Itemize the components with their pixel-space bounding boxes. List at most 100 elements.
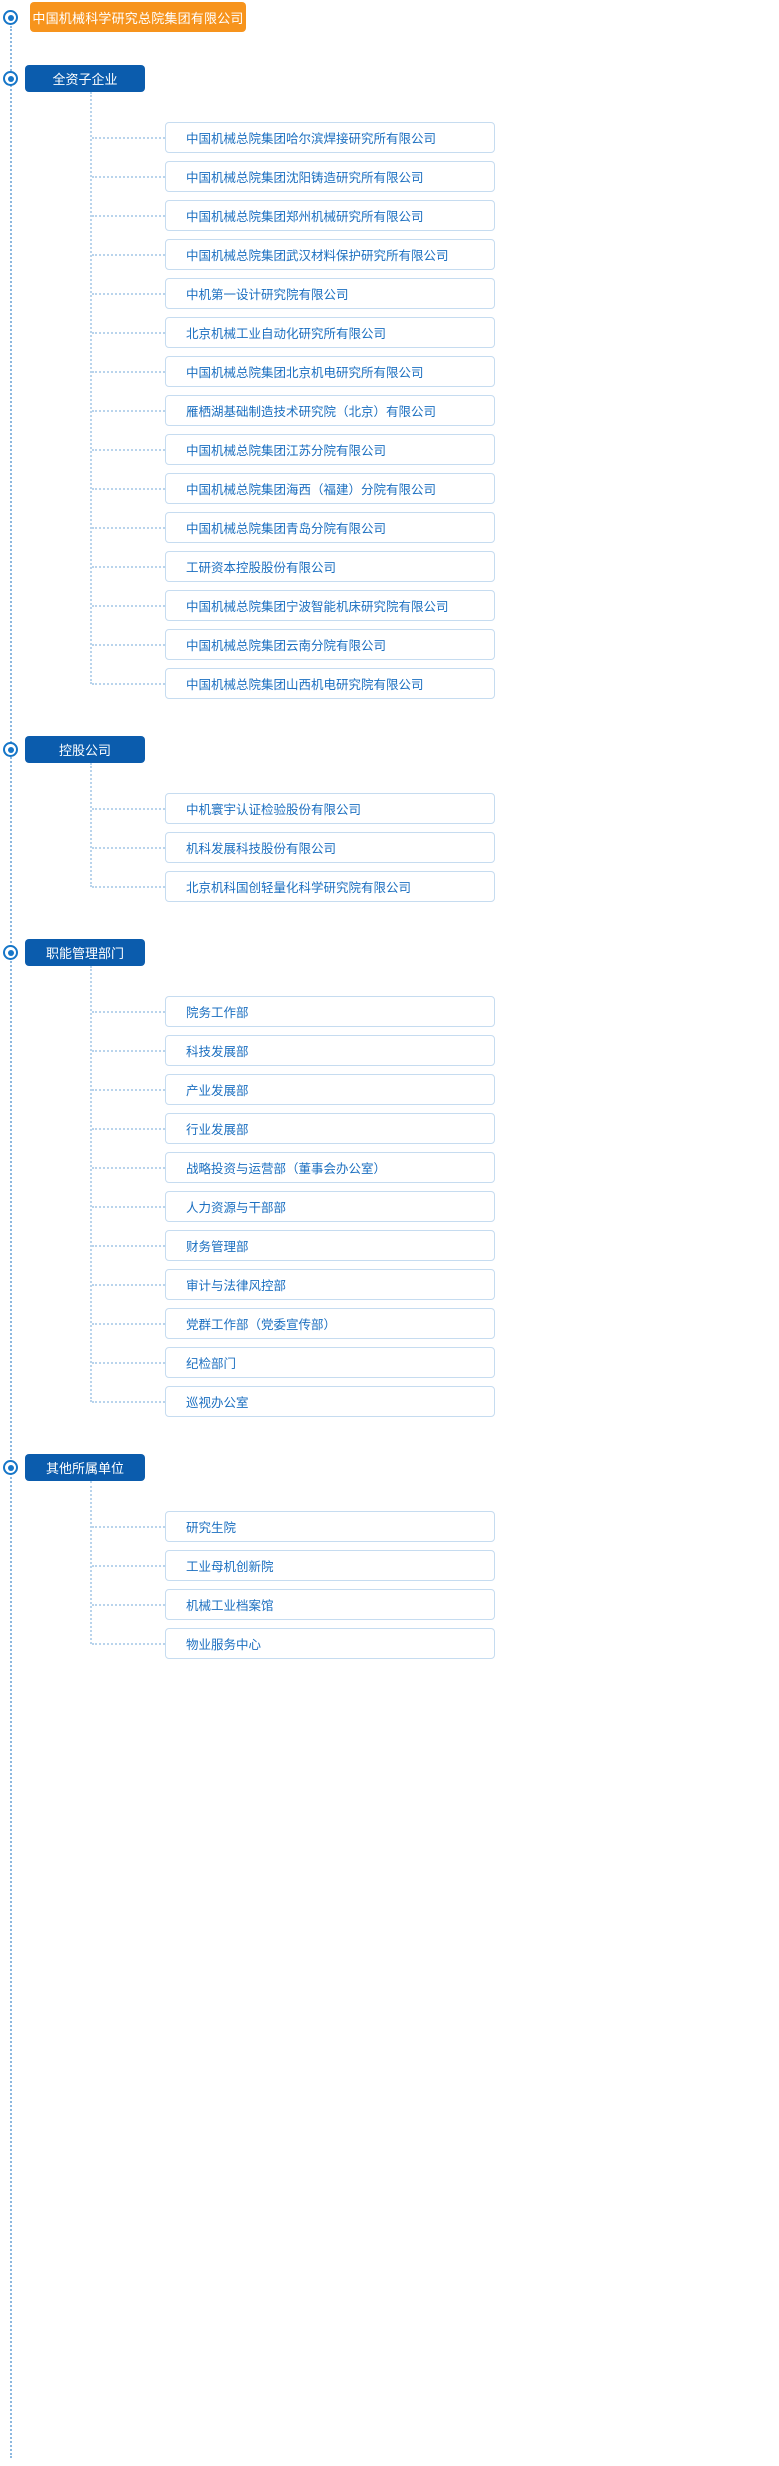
org-unit-box[interactable]: 行业发展部 xyxy=(165,1113,495,1144)
leaf-row: 机科发展科技股份有限公司 xyxy=(0,828,779,867)
org-unit-box[interactable]: 物业服务中心 xyxy=(165,1628,495,1659)
leaf-row: 北京机科国创轻量化科学研究院有限公司 xyxy=(0,867,779,906)
org-unit-box[interactable]: 审计与法律风控部 xyxy=(165,1269,495,1300)
leaf-connector xyxy=(92,1167,165,1169)
org-unit-box[interactable]: 中国机械总院集团海西（福建）分院有限公司 xyxy=(165,473,495,504)
org-unit-box[interactable]: 中国机械总院集团宁波智能机床研究院有限公司 xyxy=(165,590,495,621)
leaf-connector xyxy=(92,1128,165,1130)
org-unit-box[interactable]: 研究生院 xyxy=(165,1511,495,1542)
org-unit-box[interactable]: 北京机械工业自动化研究所有限公司 xyxy=(165,317,495,348)
leaf-row: 中机第一设计研究院有限公司 xyxy=(0,274,779,313)
org-unit-box[interactable]: 科技发展部 xyxy=(165,1035,495,1066)
leaf-row: 中国机械总院集团山西机电研究院有限公司 xyxy=(0,664,779,703)
leaf-row: 科技发展部 xyxy=(0,1031,779,1070)
leaf-connector xyxy=(92,1323,165,1325)
org-unit-box[interactable]: 中国机械总院集团青岛分院有限公司 xyxy=(165,512,495,543)
leaf-row: 中国机械总院集团北京机电研究所有限公司 xyxy=(0,352,779,391)
leaf-connector xyxy=(92,1050,165,1052)
org-unit-box[interactable]: 巡视办公室 xyxy=(165,1386,495,1417)
org-unit-box[interactable]: 中国机械总院集团哈尔滨焊接研究所有限公司 xyxy=(165,122,495,153)
org-unit-box[interactable]: 机科发展科技股份有限公司 xyxy=(165,832,495,863)
root-node-row: 中国机械科学研究总院集团有限公司 xyxy=(0,0,779,36)
branch-connector xyxy=(90,966,92,1402)
section-header-row: 职能管理部门 xyxy=(0,936,779,978)
leaf-row: 物业服务中心 xyxy=(0,1624,779,1663)
leaf-connector xyxy=(92,371,165,373)
section-node-dot xyxy=(3,742,18,757)
leaf-connector xyxy=(92,1245,165,1247)
org-unit-box[interactable]: 产业发展部 xyxy=(165,1074,495,1105)
leaf-connector xyxy=(92,1604,165,1606)
leaf-row: 审计与法律风控部 xyxy=(0,1265,779,1304)
branch-connector xyxy=(90,92,92,684)
section-title-1[interactable]: 全资子企业 xyxy=(25,65,145,92)
leaf-row: 中国机械总院集团哈尔滨焊接研究所有限公司 xyxy=(0,118,779,157)
leaf-connector xyxy=(92,1643,165,1645)
org-unit-box[interactable]: 纪检部门 xyxy=(165,1347,495,1378)
root-node-dot xyxy=(3,10,18,25)
section-node-dot xyxy=(3,1460,18,1475)
leaf-connector xyxy=(92,332,165,334)
leaf-connector xyxy=(92,847,165,849)
leaf-row: 中机寰宇认证检验股份有限公司 xyxy=(0,789,779,828)
org-unit-box[interactable]: 工业母机创新院 xyxy=(165,1550,495,1581)
leaf-row: 院务工作部 xyxy=(0,992,779,1031)
section-node-dot xyxy=(3,71,18,86)
leaf-connector xyxy=(92,1089,165,1091)
leaf-row: 中国机械总院集团武汉材料保护研究所有限公司 xyxy=(0,235,779,274)
org-unit-box[interactable]: 工研资本控股股份有限公司 xyxy=(165,551,495,582)
root-company-box[interactable]: 中国机械科学研究总院集团有限公司 xyxy=(30,2,246,32)
leaf-connector xyxy=(92,254,165,256)
leaf-row: 中国机械总院集团青岛分院有限公司 xyxy=(0,508,779,547)
org-unit-box[interactable]: 党群工作部（党委宣传部） xyxy=(165,1308,495,1339)
org-unit-box[interactable]: 院务工作部 xyxy=(165,996,495,1027)
leaf-row: 中国机械总院集团海西（福建）分院有限公司 xyxy=(0,469,779,508)
org-unit-box[interactable]: 中国机械总院集团北京机电研究所有限公司 xyxy=(165,356,495,387)
leaf-row: 中国机械总院集团沈阳铸造研究所有限公司 xyxy=(0,157,779,196)
leaf-connector xyxy=(92,1401,165,1403)
org-unit-box[interactable]: 中国机械总院集团武汉材料保护研究所有限公司 xyxy=(165,239,495,270)
org-unit-box[interactable]: 财务管理部 xyxy=(165,1230,495,1261)
leaf-row: 工业母机创新院 xyxy=(0,1546,779,1585)
section-header-row: 其他所属单位 xyxy=(0,1451,779,1493)
leaf-connector xyxy=(92,527,165,529)
org-unit-box[interactable]: 中国机械总院集团沈阳铸造研究所有限公司 xyxy=(165,161,495,192)
leaf-connector xyxy=(92,176,165,178)
org-unit-box[interactable]: 中机第一设计研究院有限公司 xyxy=(165,278,495,309)
section-title-4[interactable]: 其他所属单位 xyxy=(25,1454,145,1481)
org-unit-box[interactable]: 机械工业档案馆 xyxy=(165,1589,495,1620)
leaf-row: 党群工作部（党委宣传部） xyxy=(0,1304,779,1343)
leaf-connector xyxy=(92,644,165,646)
org-unit-box[interactable]: 中机寰宇认证检验股份有限公司 xyxy=(165,793,495,824)
section-node-dot xyxy=(3,945,18,960)
leaf-row: 工研资本控股股份有限公司 xyxy=(0,547,779,586)
org-unit-box[interactable]: 中国机械总院集团江苏分院有限公司 xyxy=(165,434,495,465)
branch-connector xyxy=(90,763,92,887)
leaf-row: 研究生院 xyxy=(0,1507,779,1546)
section-header-row: 全资子企业 xyxy=(0,62,779,104)
section-title-2[interactable]: 控股公司 xyxy=(25,736,145,763)
leaf-connector xyxy=(92,1011,165,1013)
org-unit-box[interactable]: 战略投资与运营部（董事会办公室） xyxy=(165,1152,495,1183)
leaf-connector xyxy=(92,410,165,412)
leaf-row: 中国机械总院集团宁波智能机床研究院有限公司 xyxy=(0,586,779,625)
leaf-connector xyxy=(92,215,165,217)
org-unit-box[interactable]: 雁栖湖基础制造技术研究院（北京）有限公司 xyxy=(165,395,495,426)
leaf-connector xyxy=(92,449,165,451)
leaf-connector xyxy=(92,566,165,568)
leaf-connector xyxy=(92,137,165,139)
leaf-row: 机械工业档案馆 xyxy=(0,1585,779,1624)
org-unit-box[interactable]: 人力资源与干部部 xyxy=(165,1191,495,1222)
org-unit-box[interactable]: 中国机械总院集团山西机电研究院有限公司 xyxy=(165,668,495,699)
branch-connector xyxy=(90,1481,92,1644)
section-title-3[interactable]: 职能管理部门 xyxy=(25,939,145,966)
leaf-row: 巡视办公室 xyxy=(0,1382,779,1421)
leaf-connector xyxy=(92,605,165,607)
org-unit-box[interactable]: 北京机科国创轻量化科学研究院有限公司 xyxy=(165,871,495,902)
org-unit-box[interactable]: 中国机械总院集团郑州机械研究所有限公司 xyxy=(165,200,495,231)
leaf-connector xyxy=(92,1206,165,1208)
leaf-connector xyxy=(92,683,165,685)
org-unit-box[interactable]: 中国机械总院集团云南分院有限公司 xyxy=(165,629,495,660)
leaf-row: 中国机械总院集团江苏分院有限公司 xyxy=(0,430,779,469)
